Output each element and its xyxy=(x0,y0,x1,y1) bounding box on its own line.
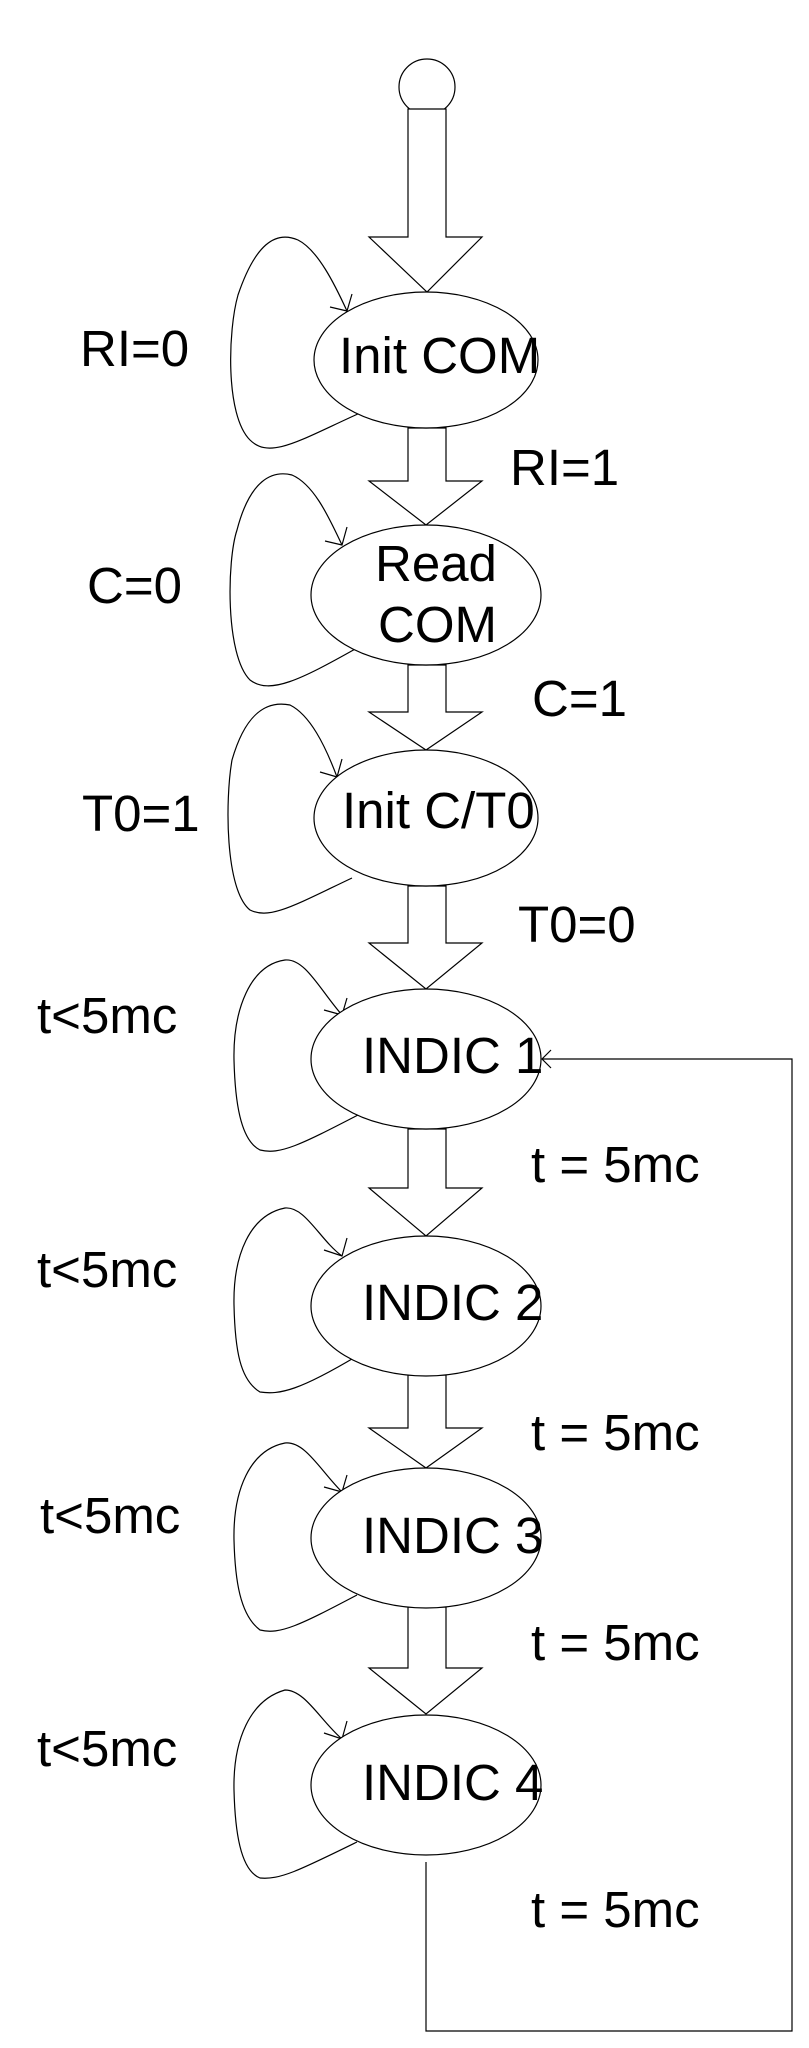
transition-label-indic1-to-indic2: t = 5mc xyxy=(531,1136,700,1193)
self-loop-read-com xyxy=(229,473,358,687)
self-loop-label-read-com: C=0 xyxy=(87,557,182,614)
self-loops xyxy=(227,236,361,1879)
feedback-loop-indic4-to-indic1 xyxy=(425,1049,793,2032)
state-indic2: INDIC 2 xyxy=(310,1235,543,1377)
start-node xyxy=(398,58,456,116)
state-label: INDIC 4 xyxy=(362,1754,543,1811)
transition-arrows xyxy=(367,427,484,1715)
state-label-line-2: COM xyxy=(378,596,497,653)
self-loop-label-indic1: t<5mc xyxy=(37,987,177,1044)
state-indic4: INDIC 4 xyxy=(310,1714,543,1856)
self-loop-label-indic4: t<5mc xyxy=(37,1720,177,1777)
state-label: INDIC 3 xyxy=(362,1507,543,1564)
self-loop-label-indic2: t<5mc xyxy=(37,1241,177,1298)
state-init-ct0: Init C/T0 xyxy=(313,749,539,887)
state-init-com: Init COM xyxy=(313,291,540,429)
state-read-com: Read COM xyxy=(310,524,542,666)
transition-arrow-read-com-to-init-ct0 xyxy=(367,664,484,751)
state-label-line-1: Read xyxy=(375,535,497,592)
transition-label-indic4-to-indic1: t = 5mc xyxy=(531,1881,700,1938)
initial-state xyxy=(367,58,484,293)
self-loop-indic2 xyxy=(233,1207,358,1394)
transition-arrow-indic3-to-indic4 xyxy=(367,1606,484,1715)
state-indic3: INDIC 3 xyxy=(310,1467,543,1609)
self-loop-labels: RI=0 C=0 T0=1 t<5mc t<5mc t<5mc t<5mc xyxy=(37,320,200,1777)
states: Init COM Read COM Init C/T0 INDIC 1 INDI… xyxy=(310,291,543,1856)
self-loop-label-init-com: RI=0 xyxy=(80,320,189,377)
self-loop-init-com xyxy=(230,236,361,449)
transition-label-indic2-to-indic3: t = 5mc xyxy=(531,1404,700,1461)
self-loop-label-init-ct0: T0=1 xyxy=(82,785,200,842)
transition-arrow-indic2-to-indic3 xyxy=(367,1374,484,1469)
transition-label-init-com-to-read-com: RI=1 xyxy=(510,439,619,496)
transition-labels: RI=1 C=1 T0=0 t = 5mc t = 5mc t = 5mc t … xyxy=(510,439,700,1938)
transition-arrow-init-com-to-read-com xyxy=(367,427,484,526)
feedback-arrowhead-icon xyxy=(541,1049,552,1069)
state-label: INDIC 1 xyxy=(362,1027,543,1084)
transition-arrow-init-ct0-to-indic1 xyxy=(367,885,484,990)
self-loop-label-indic3: t<5mc xyxy=(40,1487,180,1544)
transition-label-init-ct0-to-indic1: T0=0 xyxy=(518,896,636,953)
transition-label-read-com-to-init-ct0: C=1 xyxy=(532,670,627,727)
state-label: Init C/T0 xyxy=(342,782,535,839)
state-label: INDIC 2 xyxy=(362,1274,543,1331)
state-indic1: INDIC 1 xyxy=(310,988,543,1130)
state-label: Init COM xyxy=(339,327,540,384)
transition-label-indic3-to-indic4: t = 5mc xyxy=(531,1614,700,1671)
start-transition-arrow xyxy=(367,108,484,293)
transition-arrow-indic1-to-indic2 xyxy=(367,1128,484,1237)
